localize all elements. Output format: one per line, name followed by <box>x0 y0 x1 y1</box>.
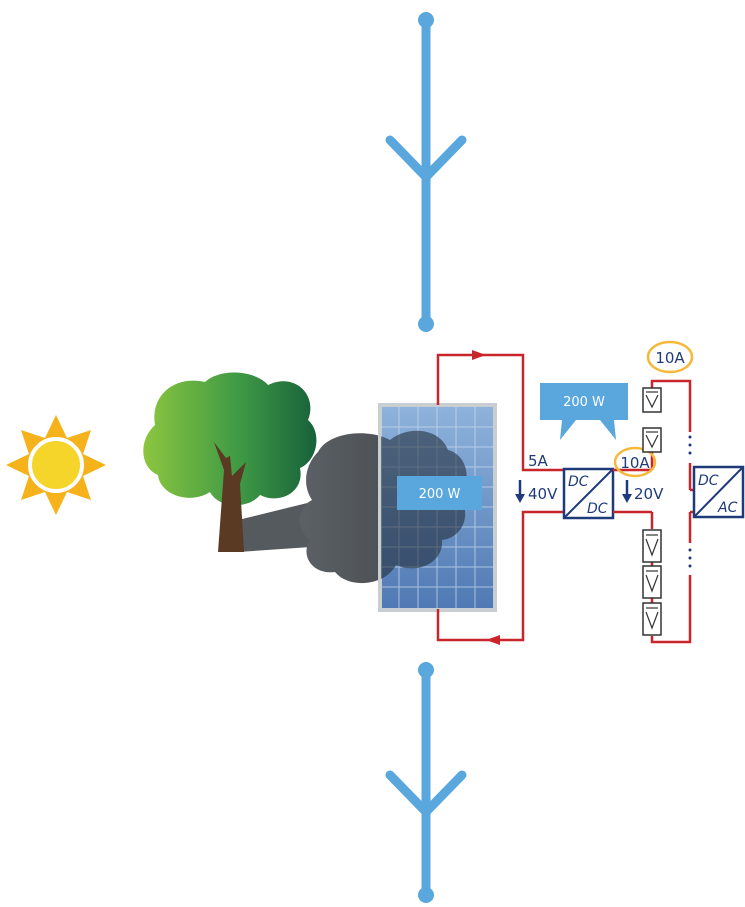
panel-power-label: 200 W <box>419 487 461 502</box>
optimizer-bottom-label: DC <box>587 501 608 517</box>
input-voltage-arrow-icon <box>515 480 525 503</box>
panel-power-box <box>397 476 482 510</box>
module-icon <box>642 565 662 599</box>
optimizer-output-voltage: 20V <box>634 485 664 503</box>
callout-power-label: 200 W <box>563 395 605 410</box>
optimizer-input-current: 5A <box>528 452 549 470</box>
inverter-top-label: DC <box>698 473 719 489</box>
output-current-highlight <box>613 446 657 478</box>
output-voltage-arrow-icon <box>622 480 632 503</box>
module-icon <box>642 427 662 453</box>
top-flow-arrow-icon <box>385 12 467 332</box>
module-icon <box>642 529 662 563</box>
dc-dc-converter-icon: DC DC <box>562 467 615 520</box>
module-icon <box>642 602 662 636</box>
tree-icon <box>143 372 317 552</box>
string-current-highlight <box>646 340 694 374</box>
string-continuation-dots <box>688 435 692 568</box>
module-icon <box>642 387 662 413</box>
optimizer-top-label: DC <box>568 474 589 490</box>
string-current: 10A <box>655 349 685 367</box>
optimizer-input-voltage: 40V <box>528 485 558 503</box>
inverter-bottom-label: AC <box>717 500 738 516</box>
power-callout: 200 W <box>540 383 628 440</box>
dc-ac-inverter-icon: DC AC <box>692 465 745 519</box>
sun-icon <box>6 415 106 515</box>
optimizer-output-current: 10A <box>620 454 650 472</box>
bottom-flow-arrow-icon <box>385 662 467 903</box>
wire-arrow-bottom <box>486 635 500 645</box>
wire-arrow-top <box>472 350 486 360</box>
panel-wiring <box>436 353 564 642</box>
